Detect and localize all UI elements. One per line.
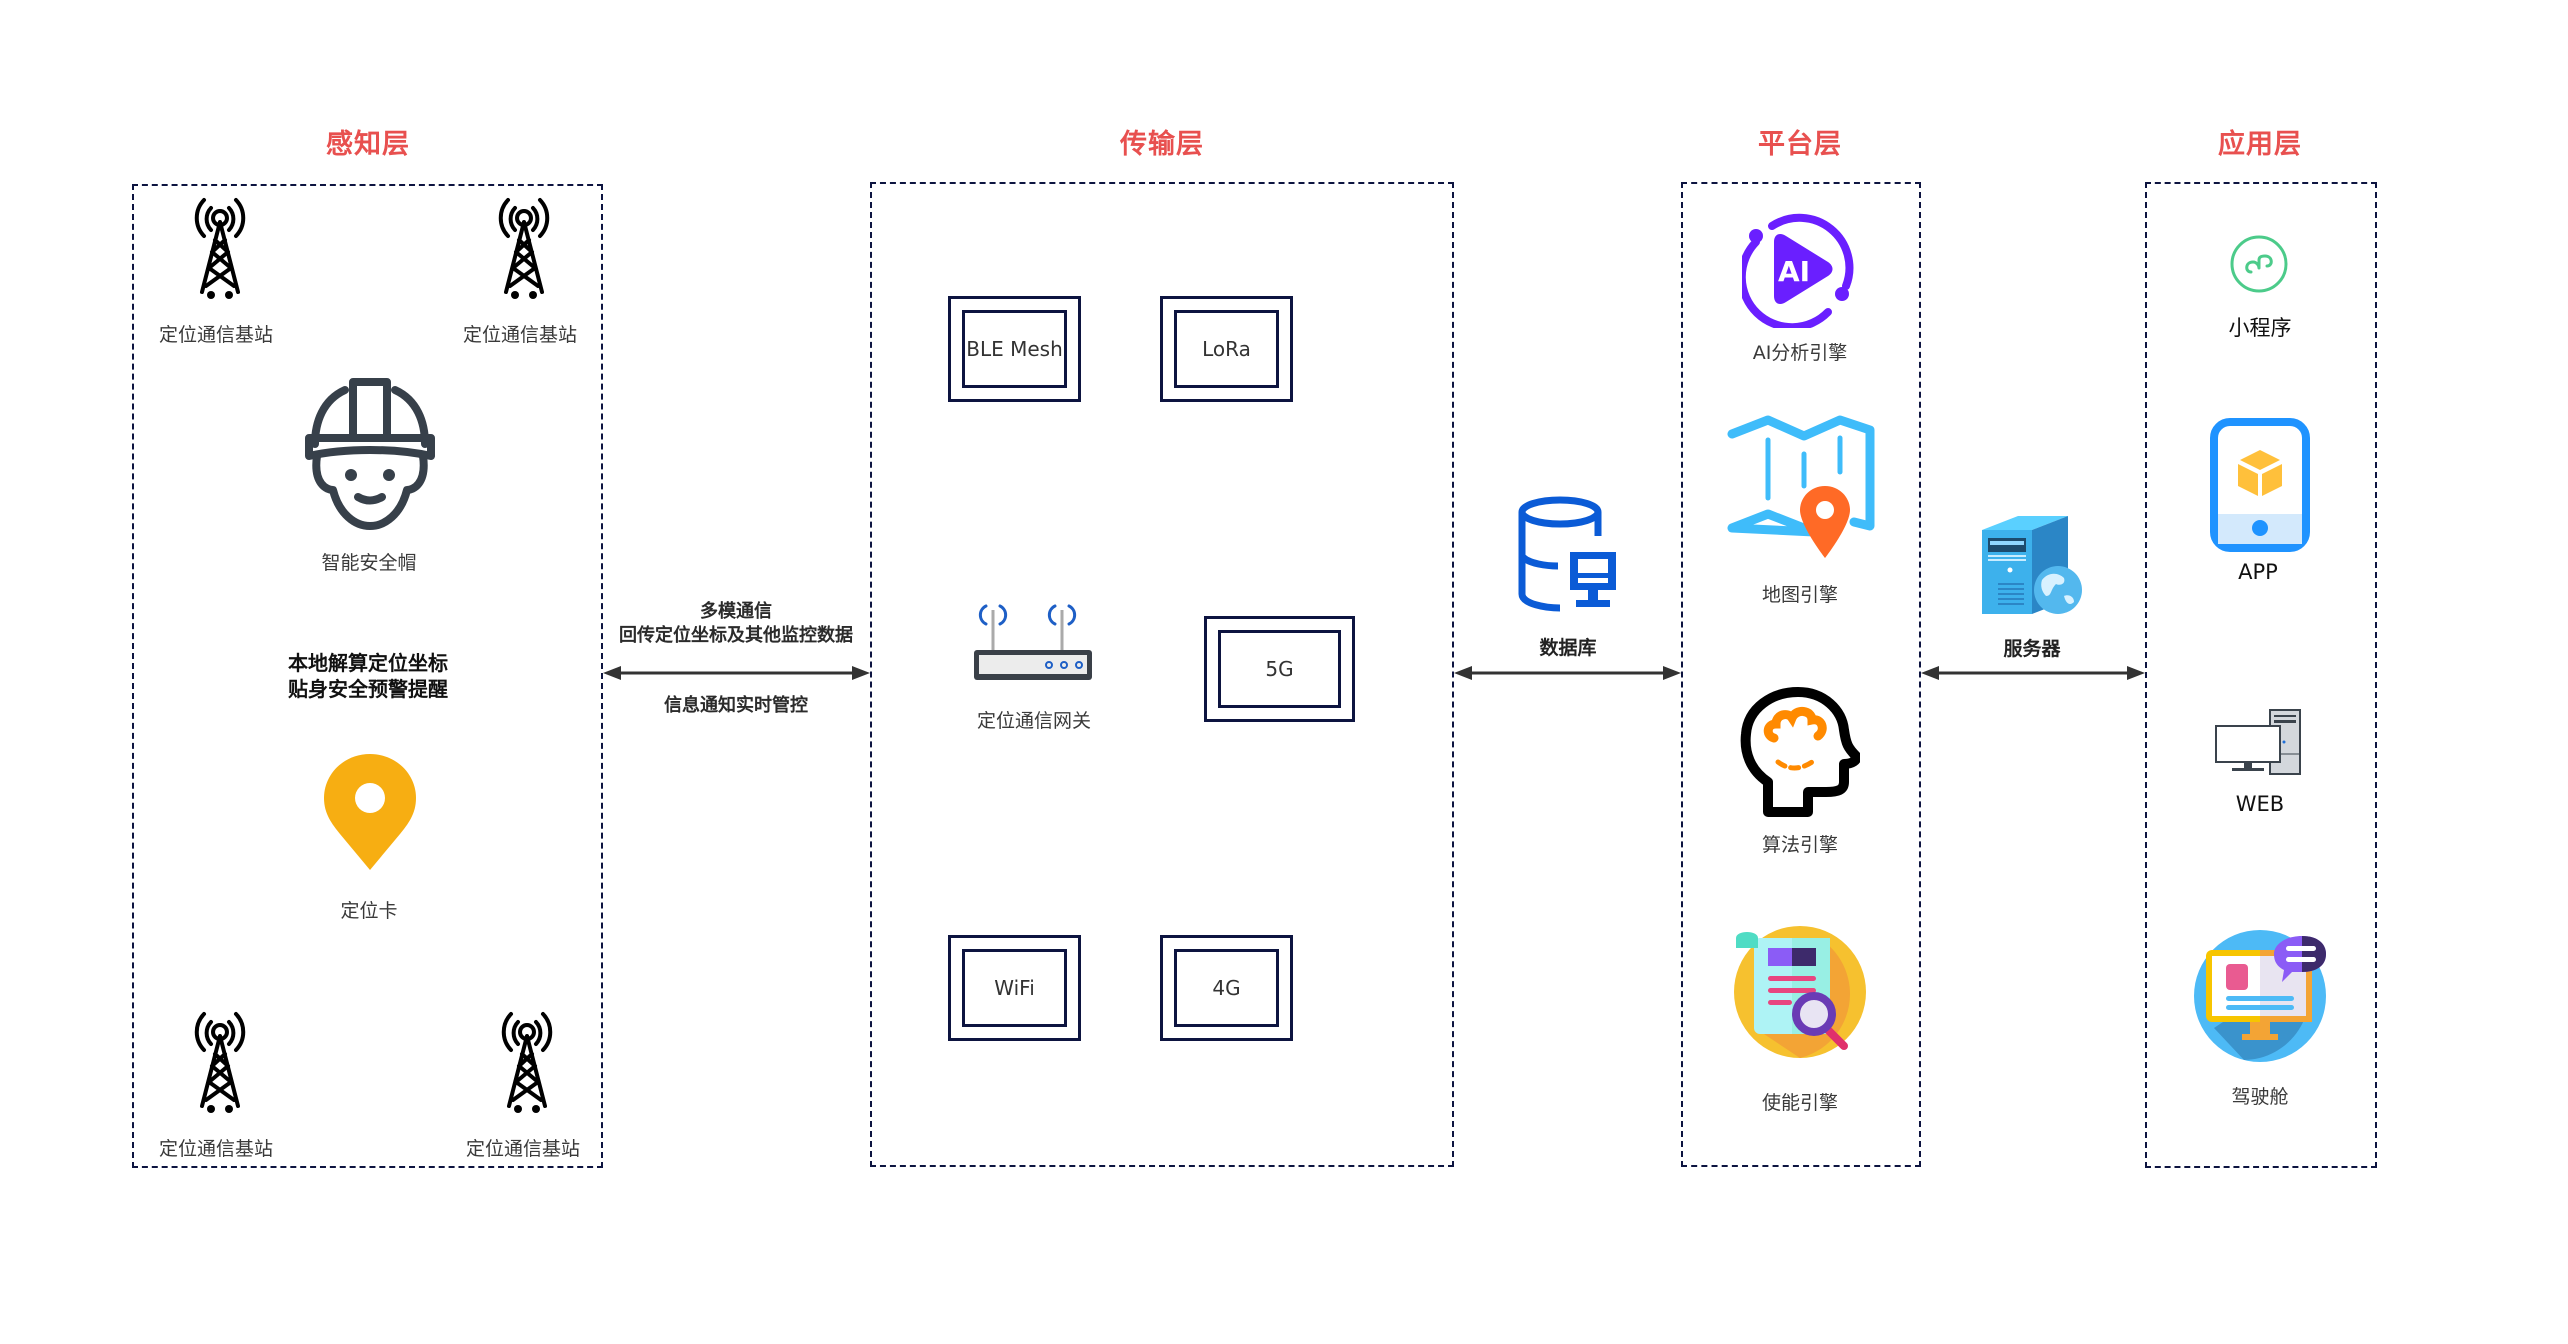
perception-layer-title: 感知层 — [326, 129, 410, 160]
server-icon — [1982, 516, 2082, 614]
svg-text:AI: AI — [1778, 255, 1810, 288]
uplink-note-line2: 回传定位坐标及其他监控数据 — [619, 625, 853, 646]
app-label-web: WEB — [2235, 792, 2285, 816]
protocol-wifi: WiFi — [948, 935, 1081, 1041]
app-label-app: APP — [2238, 560, 2278, 584]
transmission-platform-arrow — [1454, 661, 1681, 685]
perception-transmission-arrow — [603, 661, 870, 685]
transmission-layer-title: 传输层 — [1120, 129, 1204, 160]
protocol-lora: LoRa — [1160, 296, 1293, 402]
gateway-router-icon — [974, 604, 1092, 680]
protocol-label: LoRa — [1174, 310, 1279, 388]
application-layer-box — [2145, 182, 2377, 1168]
web-desktop-icon — [2215, 709, 2301, 775]
cell-tower-icon — [501, 1012, 553, 1113]
cell-tower-icon — [194, 1012, 246, 1113]
perception-layer-box — [132, 184, 603, 1168]
protocol-label: 4G — [1174, 949, 1279, 1027]
base-station-label: 定位通信基站 — [158, 1138, 274, 1160]
app-label-cockpit: 驾驶舱 — [2231, 1086, 2289, 1108]
local-note-line1: 本地解算定位坐标 — [288, 651, 448, 675]
protocol-label: WiFi — [962, 949, 1067, 1027]
platform-layer-box — [1681, 182, 1921, 1167]
gateway-label: 定位通信网关 — [976, 710, 1092, 732]
local-processing-note: 本地解算定位坐标 贴身安全预警提醒 — [288, 650, 448, 702]
downlink-note: 信息通知实时管控 — [664, 695, 808, 716]
base-station-label: 定位通信基站 — [462, 324, 578, 346]
application-layer-title: 应用层 — [2218, 129, 2302, 160]
uplink-note: 多模通信 回传定位坐标及其他监控数据 — [619, 600, 853, 648]
engine-label-algorithm: 算法引擎 — [1761, 834, 1839, 856]
engine-label-ai: AI分析引擎 — [1752, 342, 1848, 364]
database-icon — [1518, 496, 1616, 612]
engine-label-enablement: 使能引擎 — [1761, 1092, 1839, 1114]
transmission-layer-box — [870, 182, 1454, 1167]
platform-application-arrow — [1921, 661, 2145, 685]
engine-label-map: 地图引擎 — [1761, 584, 1839, 606]
platform-layer-title: 平台层 — [1758, 129, 1842, 160]
cell-tower-icon — [194, 198, 246, 299]
algorithm-engine-icon — [1740, 687, 1860, 817]
base-station-label: 定位通信基站 — [158, 324, 274, 346]
location-tag-label: 定位卡 — [340, 900, 398, 922]
protocol-label: 5G — [1218, 630, 1341, 708]
app-label-mini-program: 小程序 — [2228, 316, 2292, 340]
database-label: 数据库 — [1539, 637, 1597, 659]
uplink-note-line1: 多模通信 — [700, 601, 772, 622]
protocol-ble-mesh: BLE Mesh — [948, 296, 1081, 402]
cell-tower-icon — [498, 198, 550, 299]
map-engine-icon — [1727, 415, 1875, 558]
dashboard-cockpit-icon — [2194, 930, 2326, 1062]
protocol-4g: 4G — [1160, 935, 1293, 1041]
protocol-5g: 5G — [1204, 616, 1355, 722]
enablement-engine-icon — [1734, 926, 1866, 1058]
mini-program-icon — [2230, 235, 2288, 293]
mobile-app-icon — [2210, 418, 2310, 552]
safety-helmet-icon — [305, 378, 435, 530]
helmet-label: 智能安全帽 — [321, 552, 417, 574]
ai-engine-icon: AI — [1742, 213, 1854, 328]
base-station-label: 定位通信基站 — [465, 1138, 581, 1160]
local-note-line2: 贴身安全预警提醒 — [288, 677, 448, 701]
location-pin-icon — [324, 754, 416, 870]
protocol-label: BLE Mesh — [962, 310, 1067, 388]
server-label: 服务器 — [2003, 638, 2061, 660]
